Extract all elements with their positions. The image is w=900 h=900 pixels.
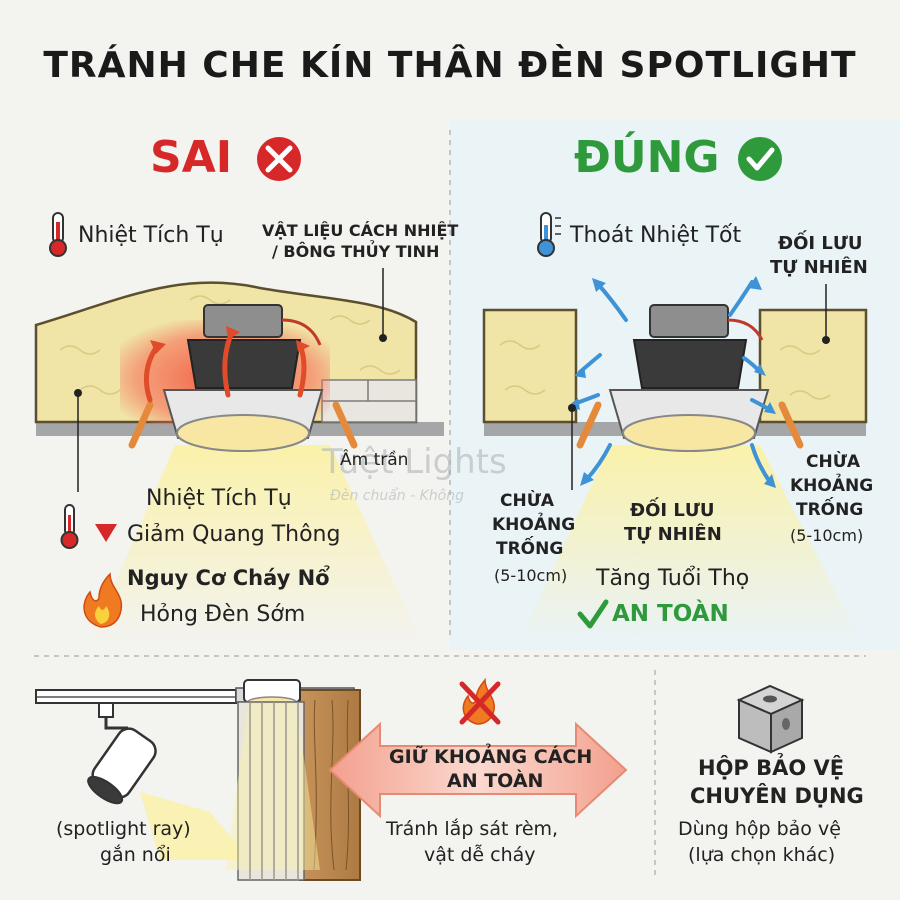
insulation-texture <box>59 295 401 395</box>
right-downlight <box>576 304 804 452</box>
safe-label: AN TOÀN <box>612 601 729 627</box>
watermark-tagline: Đèn chuẩn - Không <box>330 488 465 504</box>
effect-lumen-reduction: Giảm Quang Thông <box>127 522 341 547</box>
gap-left-line-3: TRỐNG <box>496 539 564 559</box>
check-circle-icon <box>738 137 782 181</box>
check-mark-icon <box>577 599 609 629</box>
gap-left-line-4: (5-10cm) <box>494 566 568 585</box>
convection-bottom-line-2: TỰ NHIÊN <box>624 524 722 545</box>
track-spotlight <box>87 702 250 860</box>
good-heat-dissipation-label: Thoát Nhiệt Tốt <box>570 223 742 248</box>
gap-left-line-1: CHỪA <box>500 491 555 511</box>
box-title-line-2: CHUYÊN DỤNG <box>690 784 864 808</box>
gap-left-line-2: KHOẢNG <box>492 515 576 535</box>
convection-top-line-1: ĐỐI LƯU <box>778 233 863 254</box>
effect-fire-risk: Nguy Cơ Cháy Nổ <box>127 566 330 590</box>
right-light-beam <box>520 445 860 640</box>
gap-right-line-4: (5-10cm) <box>790 526 864 545</box>
arrow-label-line-2: AN TOÀN <box>447 770 544 792</box>
curtain <box>226 701 320 881</box>
convection-bottom-line-1: ĐỐI LƯU <box>630 500 715 521</box>
thermometer-hot-icon <box>49 212 67 257</box>
page-title: TRÁNH CHE KÍN THÂN ĐÈN SPOTLIGHT <box>43 45 857 86</box>
flame-icon <box>83 572 123 628</box>
gap-right-line-1: CHỪA <box>806 452 861 472</box>
track-rail <box>35 689 237 704</box>
x-circle-icon <box>257 137 301 181</box>
effect-early-failure: Hỏng Đèn Sớm <box>140 602 306 627</box>
thermometer-hot-icon <box>60 504 79 549</box>
down-triangle-icon <box>95 524 117 542</box>
right-insulation-left <box>482 308 578 424</box>
left-light-beam <box>90 445 420 640</box>
effect-heat-buildup: Nhiệt Tích Tụ <box>146 486 292 511</box>
heat-buildup-label: Nhiệt Tích Tụ <box>78 223 224 248</box>
arrow-label-line-1: GIỮ KHOẢNG CÁCH <box>389 746 593 768</box>
wrong-heading: SAI <box>150 132 233 183</box>
watermark-brand: Tuệt Lights <box>322 442 507 482</box>
thermometer-cool-icon <box>537 212 561 257</box>
no-fire-icon <box>459 677 501 725</box>
curtain-caption-line-2: vật dễ cháy <box>424 844 536 866</box>
insulation-label-line-2: / BÔNG THỦY TINH <box>272 242 440 261</box>
gap-right-line-3: TRỐNG <box>796 500 864 520</box>
track-caption-line-2: gắn nổi <box>100 844 171 866</box>
longevity-label: Tăng Tuổi Thọ <box>596 566 750 591</box>
track-caption-line-1: (spotlight ray) <box>56 818 191 840</box>
right-insulation-right <box>758 308 868 424</box>
curtain-caption-line-1: Tránh lắp sát rèm, <box>386 818 559 840</box>
recessed-ceiling-label: Âm trần <box>340 450 409 470</box>
left-downlight <box>128 304 358 452</box>
right-heading: ĐÚNG <box>574 132 720 183</box>
box-caption-line-1: Dùng hộp bảo vệ <box>678 818 841 840</box>
box-caption-line-2: (lựa chọn khác) <box>688 844 836 866</box>
gap-right-line-2: KHOẢNG <box>790 476 874 496</box>
protective-box-icon <box>736 684 805 754</box>
insulation-label-line-1: VẬT LIỆU CÁCH NHIỆT <box>262 221 459 240</box>
safe-distance-arrow <box>328 721 628 819</box>
box-title-line-1: HỘP BẢO VỆ <box>698 756 845 780</box>
convection-top-line-2: TỰ NHIÊN <box>770 257 868 278</box>
